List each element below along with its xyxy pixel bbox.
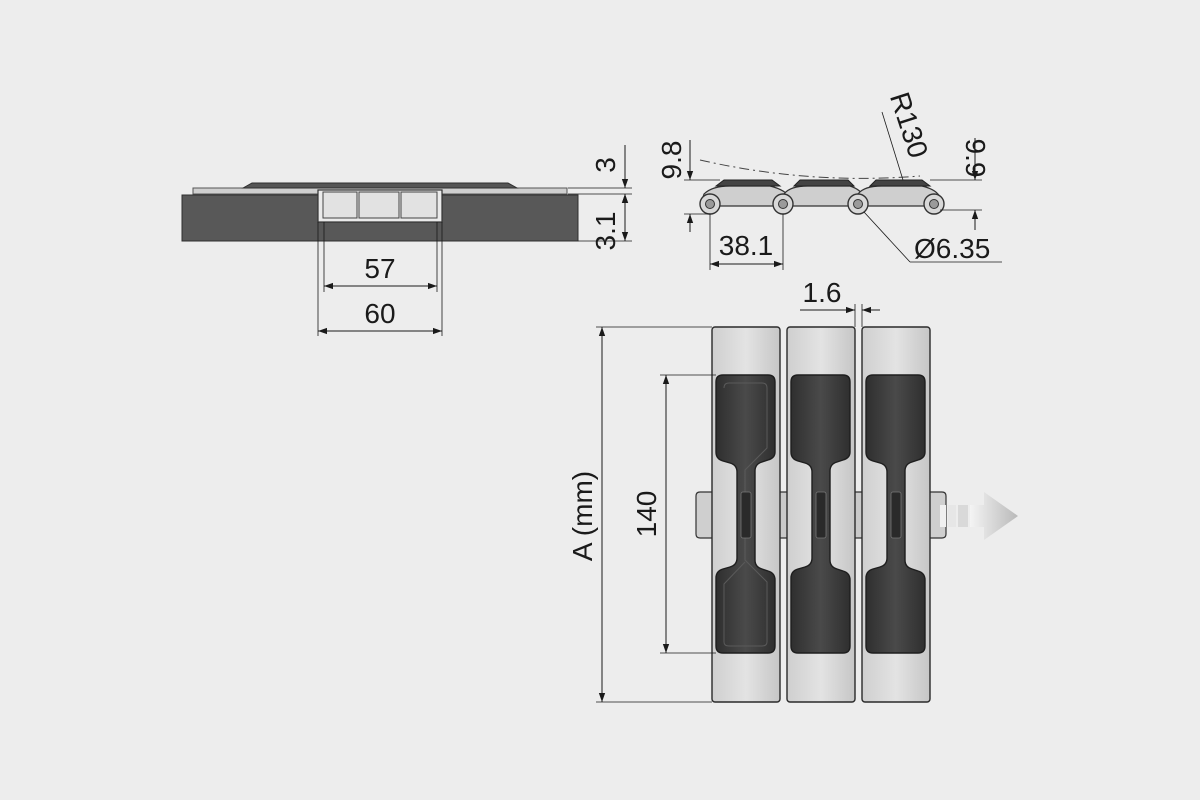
side-pad bbox=[792, 179, 856, 187]
side-view: R130 9.8 9.9 38.1 Ø6.35 bbox=[656, 88, 1002, 270]
dim-140-label: 140 bbox=[631, 491, 662, 538]
dim-57-label: 57 bbox=[364, 253, 395, 284]
front-view: 57 60 3 3.1 bbox=[181, 145, 632, 336]
dim-a-label: A (mm) bbox=[567, 471, 598, 561]
link-tab bbox=[695, 491, 715, 539]
chain-link-plate bbox=[861, 326, 931, 703]
chain-link-plate bbox=[786, 326, 856, 703]
front-hinge-knuckle bbox=[400, 191, 438, 219]
dim-3-label: 3 bbox=[590, 157, 621, 173]
side-pad bbox=[714, 179, 782, 187]
dim-9-9-label: 9.9 bbox=[960, 139, 991, 178]
dim-9-8-label: 9.8 bbox=[656, 141, 687, 180]
front-hinge-knuckle bbox=[322, 191, 358, 219]
dim-38-1-label: 38.1 bbox=[719, 230, 774, 261]
dim-pin-diameter-label: Ø6.35 bbox=[914, 233, 990, 264]
dim-1-6-label: 1.6 bbox=[803, 277, 842, 308]
dim-60-label: 60 bbox=[364, 298, 395, 329]
dim-3-1-label: 3.1 bbox=[590, 212, 621, 251]
top-view: 1.6 A (mm) 140 bbox=[567, 277, 1018, 703]
dim-r130-label: R130 bbox=[884, 88, 934, 161]
arrow-right-icon bbox=[940, 492, 1018, 540]
front-pad-profile bbox=[241, 182, 519, 189]
front-hinge-knuckle bbox=[358, 191, 400, 219]
radius-arc bbox=[699, 159, 921, 179]
side-pad bbox=[868, 179, 932, 187]
chain-link-plate bbox=[711, 326, 781, 703]
